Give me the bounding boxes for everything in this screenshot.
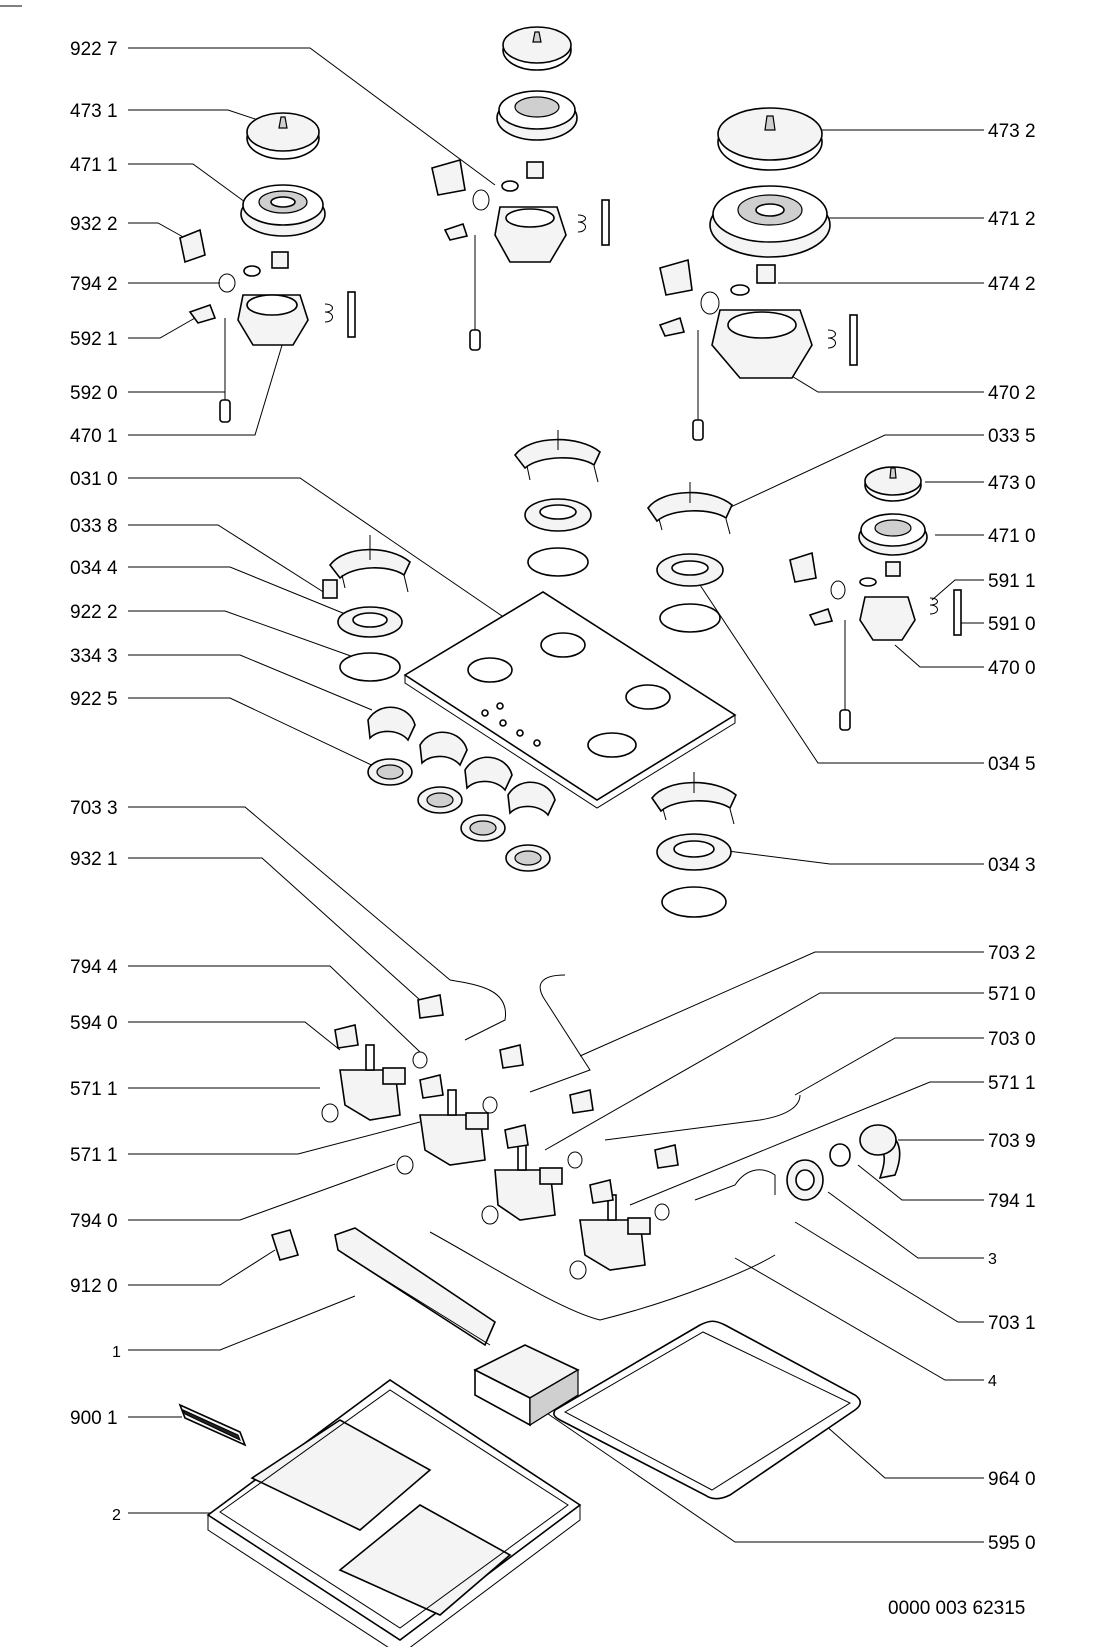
gas-valves	[321, 994, 679, 1280]
burner-assembly-right-small	[789, 466, 962, 731]
bottom-tray	[206, 1379, 582, 1647]
callout-3: 3	[988, 1251, 997, 1268]
gas-pipes	[429, 974, 801, 1321]
callout-922-7: 922 7	[70, 39, 118, 60]
callout-034-4: 034 4	[70, 558, 118, 579]
control-knobs	[367, 706, 556, 872]
callout-471-1: 471 1	[70, 155, 118, 176]
callout-794-0: 794 0	[70, 1211, 118, 1232]
callout-595-0: 595 0	[988, 1533, 1036, 1554]
callout-474-2: 474 2	[988, 274, 1036, 295]
callout-571-0: 571 0	[988, 984, 1036, 1005]
burner-assembly-left	[179, 112, 356, 423]
callout-033-8: 033 8	[70, 516, 118, 537]
callout-473-2: 473 2	[988, 121, 1036, 142]
document-number: 0000 003 62315	[888, 1598, 1025, 1619]
left-leader-lines	[128, 47, 506, 1514]
callout-571-1-c: 571 1	[988, 1073, 1036, 1094]
callout-470-1: 470 1	[70, 426, 118, 447]
callout-912-0: 912 0	[70, 1276, 118, 1297]
callout-471-0: 471 0	[988, 526, 1036, 547]
callout-470-2: 470 2	[988, 383, 1036, 404]
right-callouts: 473 2 471 2 474 2 470 2 033 5 473 0 471 …	[988, 121, 1036, 1554]
callout-703-0: 703 0	[988, 1029, 1036, 1050]
callout-932-2: 932 2	[70, 214, 118, 235]
callout-591-0: 591 0	[988, 614, 1036, 635]
callout-703-9: 703 9	[988, 1131, 1036, 1152]
callout-473-1: 473 1	[70, 101, 118, 122]
callout-703-3: 703 3	[70, 798, 118, 819]
left-callouts: 922 7 473 1 471 1 932 2 794 2 592 1 592 …	[70, 39, 121, 1524]
callout-922-2: 922 2	[70, 602, 118, 623]
callout-334-3: 334 3	[70, 646, 118, 667]
callout-794-2: 794 2	[70, 274, 118, 295]
callout-594-0: 594 0	[70, 1013, 118, 1034]
callout-031-0: 031 0	[70, 469, 118, 490]
callout-591-1: 591 1	[988, 571, 1036, 592]
burner-assembly-right-large	[658, 107, 858, 441]
callout-034-3: 034 3	[988, 855, 1036, 876]
pan-supports-and-rings	[322, 430, 737, 918]
ignition-unit	[473, 1344, 580, 1427]
gas-inlet-fittings	[270, 1124, 901, 1261]
callout-471-2: 471 2	[988, 209, 1036, 230]
callout-473-0: 473 0	[988, 473, 1036, 494]
callout-794-4: 794 4	[70, 957, 118, 978]
callout-470-0: 470 0	[988, 658, 1036, 679]
callout-2: 2	[112, 1507, 121, 1524]
callout-794-1: 794 1	[988, 1191, 1036, 1212]
right-leader-lines	[534, 129, 984, 1543]
callout-922-5: 922 5	[70, 689, 118, 710]
hob-seal	[553, 1320, 862, 1500]
callout-034-5: 034 5	[988, 754, 1036, 775]
callout-592-0: 592 0	[70, 383, 118, 404]
callout-033-5: 033 5	[988, 426, 1036, 447]
callout-964-0: 964 0	[988, 1469, 1036, 1490]
callout-900-1: 900 1	[70, 1408, 118, 1429]
hob-top-plate	[403, 591, 737, 809]
callout-592-1: 592 1	[70, 329, 118, 350]
callout-703-1: 703 1	[988, 1313, 1036, 1334]
callout-571-1-b: 571 1	[70, 1145, 118, 1166]
callout-4: 4	[988, 1373, 997, 1390]
callout-703-2: 703 2	[988, 943, 1036, 964]
mounting-bracket	[178, 1403, 247, 1447]
callout-571-1-a: 571 1	[70, 1079, 118, 1100]
support-rail	[334, 1227, 496, 1347]
callout-932-1: 932 1	[70, 849, 118, 870]
callout-1: 1	[112, 1344, 121, 1361]
burner-assembly-center	[431, 26, 610, 351]
